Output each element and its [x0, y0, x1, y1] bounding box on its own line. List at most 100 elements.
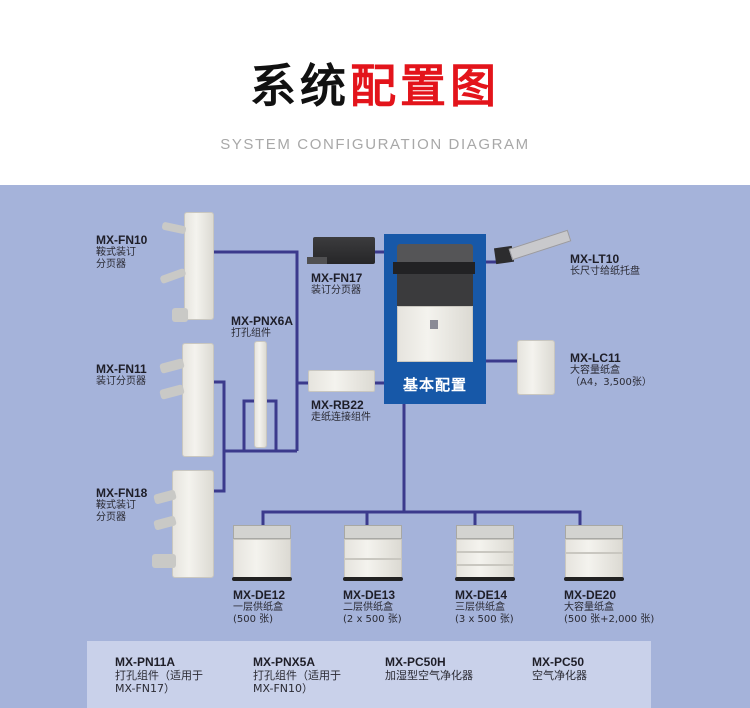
tray-top	[233, 525, 291, 539]
model-name: MX-PNX6A	[231, 314, 294, 328]
paper-drawers	[397, 306, 473, 362]
control-panel	[393, 262, 475, 274]
model-name: MX-DE13	[343, 588, 396, 602]
line-fn18	[213, 449, 297, 493]
main-unit-copier	[393, 244, 479, 364]
model-name: MX-DE12	[233, 588, 286, 602]
option-desc: 打孔组件（适用于	[253, 669, 341, 682]
label-mx-lc11: MX-LC11 大容量纸盒 （A4，3,500张）	[570, 351, 652, 389]
model-desc: 打孔组件	[231, 328, 271, 339]
model-desc: 大容量纸盒	[570, 365, 620, 376]
option-desc: MX-FN10）	[253, 682, 314, 695]
finisher-body	[182, 343, 214, 457]
model-desc: (500 张+2,000 张)	[564, 614, 655, 625]
model-desc: 鞍式装订	[96, 247, 136, 258]
option-desc: 空气净化器	[532, 669, 587, 682]
label-mx-fn11: MX-FN11 装订分页器	[96, 362, 147, 388]
label-mx-lt10: MX-LT10 长尺寸给纸托盘	[570, 252, 640, 278]
page-subtitle: SYSTEM CONFIGURATION DIAGRAM	[220, 136, 530, 153]
model-desc: 分页器	[96, 259, 126, 270]
device-mx-fn17[interactable]	[307, 237, 375, 267]
option-desc: MX-FN17）	[115, 682, 176, 695]
model-desc: 分页器	[96, 512, 126, 523]
model-desc: (500 张)	[233, 614, 274, 625]
label-mx-rb22: MX-RB22 走纸连接组件	[311, 398, 371, 424]
device-mx-de14[interactable]	[455, 525, 515, 583]
model-name: MX-FN17	[311, 271, 363, 285]
output-tray	[159, 267, 187, 285]
device-mx-de13[interactable]	[343, 525, 403, 583]
line-trays	[261, 510, 582, 531]
document-feeder	[397, 244, 473, 262]
label-mx-de20: MX-DE20 大容量纸盒 (500 张+2,000 张)	[564, 588, 654, 626]
model-name: MX-FN11	[96, 362, 147, 376]
drawer	[344, 559, 402, 579]
header: 系统配置图 SYSTEM CONFIGURATION DIAGRAM	[0, 0, 750, 185]
label-mx-fn18: MX-FN18 鞍式装订 分页器	[96, 486, 147, 524]
option-model: MX-PC50H	[385, 655, 446, 669]
device-mx-fn18[interactable]	[150, 470, 215, 580]
drawer	[456, 539, 514, 552]
model-desc: 走纸连接组件	[311, 412, 371, 423]
model-desc: 装订分页器	[311, 285, 361, 296]
model-desc: 装订分页器	[96, 376, 146, 387]
device-mx-fn11[interactable]	[159, 343, 215, 459]
model-desc: 三层供纸盒	[455, 602, 505, 613]
options-panel	[87, 641, 651, 708]
output-tray	[152, 554, 176, 568]
model-desc: 一层供纸盒	[233, 602, 283, 613]
option-mx-pc50: MX-PC50 空气净化器	[532, 655, 587, 682]
model-desc: 鞍式装订	[96, 500, 136, 511]
drawer	[456, 552, 514, 565]
line-fn10	[213, 250, 299, 451]
device-mx-de12[interactable]	[232, 525, 292, 583]
drawer	[565, 539, 623, 553]
model-desc: 长尺寸给纸托盘	[570, 266, 640, 277]
finisher-body	[172, 470, 214, 578]
device-mx-lt10[interactable]	[493, 225, 572, 265]
drawer	[344, 539, 402, 559]
page-title: 系统配置图	[0, 56, 750, 116]
output-tray	[307, 257, 327, 264]
model-desc: 大容量纸盒	[564, 602, 614, 613]
label-mx-fn10: MX-FN10 鞍式装订 分页器	[96, 233, 147, 271]
option-desc: 加湿型空气净化器	[385, 669, 473, 682]
caster	[232, 577, 292, 581]
caster	[564, 577, 624, 581]
tray-top	[565, 525, 623, 539]
label-mx-de14: MX-DE14 三层供纸盒 (3 x 500 张)	[455, 588, 514, 626]
caster	[455, 577, 515, 581]
option-mx-pc50h: MX-PC50H 加湿型空气净化器	[385, 655, 473, 682]
option-model: MX-PN11A	[115, 655, 176, 669]
model-name: MX-RB22	[311, 398, 364, 412]
tray-top	[344, 525, 402, 539]
device-mx-lc11[interactable]	[517, 340, 555, 395]
output-tray	[161, 221, 187, 235]
model-name: MX-FN18	[96, 486, 148, 500]
model-name: MX-LT10	[570, 252, 620, 266]
label-mx-de12: MX-DE12 一层供纸盒 (500 张)	[233, 588, 285, 626]
model-name: MX-FN10	[96, 233, 148, 247]
option-desc: 打孔组件（适用于	[115, 669, 203, 682]
option-mx-pnx5a: MX-PNX5A 打孔组件（适用于 MX-FN10）	[253, 655, 341, 695]
model-name: MX-DE20	[564, 588, 617, 602]
model-name: MX-DE14	[455, 588, 508, 602]
drawer	[565, 553, 623, 579]
diagram-area	[0, 185, 750, 708]
base	[172, 308, 188, 322]
label-mx-pnx6a: MX-PNX6A 打孔组件	[231, 314, 293, 340]
label-mx-fn17: MX-FN17 装订分页器	[311, 271, 362, 297]
finisher-body	[184, 212, 214, 320]
option-mx-pn11a: MX-PN11A 打孔组件（适用于 MX-FN17）	[115, 655, 203, 695]
device-mx-fn10[interactable]	[159, 212, 215, 324]
model-desc: （A4，3,500张）	[570, 377, 652, 388]
device-mx-rb22[interactable]	[308, 370, 375, 392]
output-area	[397, 274, 473, 306]
brand-logo	[430, 320, 438, 329]
model-desc: (2 x 500 张)	[343, 614, 402, 625]
device-mx-de20[interactable]	[564, 525, 624, 583]
device-mx-pnx6a[interactable]	[254, 341, 267, 448]
model-desc: (3 x 500 张)	[455, 614, 514, 625]
drawer	[233, 539, 291, 579]
